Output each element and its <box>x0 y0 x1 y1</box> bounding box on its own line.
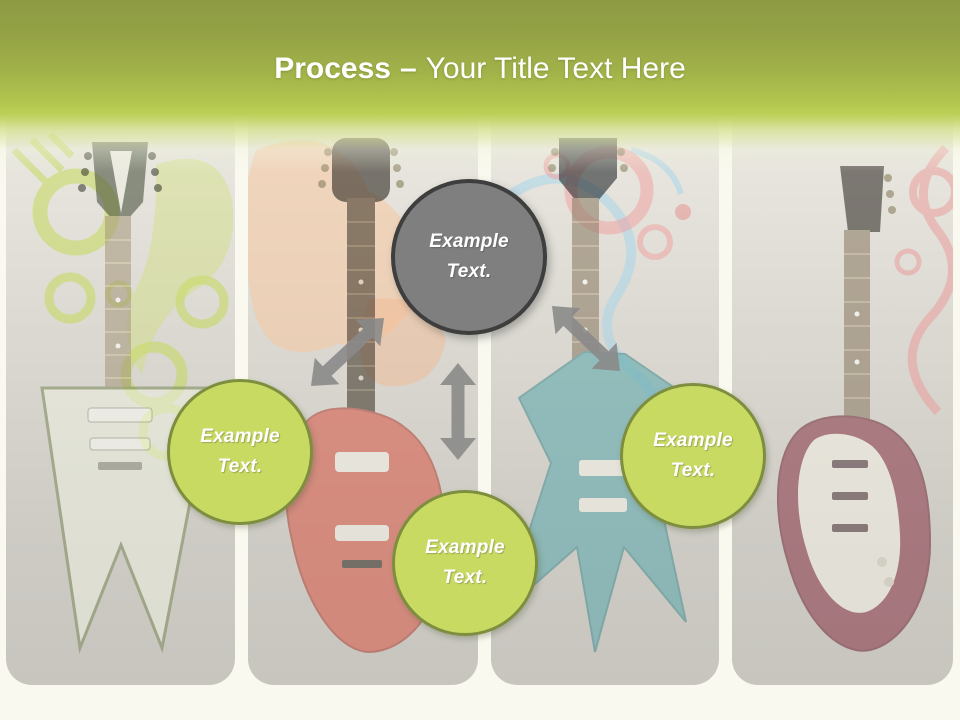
node-text-line2: Text. <box>670 460 716 481</box>
node-text-line2: Text. <box>442 567 488 588</box>
title-dash: – <box>399 52 417 85</box>
node-text-line1: Example <box>429 231 509 252</box>
node-text-line2: Text. <box>446 261 492 282</box>
diagram-node-left: Example Text. <box>167 379 313 525</box>
maroon-strat-guitar-illustration <box>776 144 953 652</box>
diagram-node-center: Example Text. <box>391 179 547 335</box>
diagram-node-right: Example Text. <box>620 383 766 529</box>
node-text-line1: Example <box>200 426 280 447</box>
slide-title: Process–Your Title Text Here <box>0 52 960 86</box>
diagram-node-bottom: Example Text. <box>392 490 538 636</box>
slide-header: Process–Your Title Text Here <box>0 0 960 172</box>
title-text: Your Title Text Here <box>425 52 686 85</box>
node-text-line1: Example <box>653 430 733 451</box>
node-text-line1: Example <box>425 537 505 558</box>
title-keyword: Process <box>274 52 391 85</box>
node-text-line2: Text. <box>217 456 263 477</box>
